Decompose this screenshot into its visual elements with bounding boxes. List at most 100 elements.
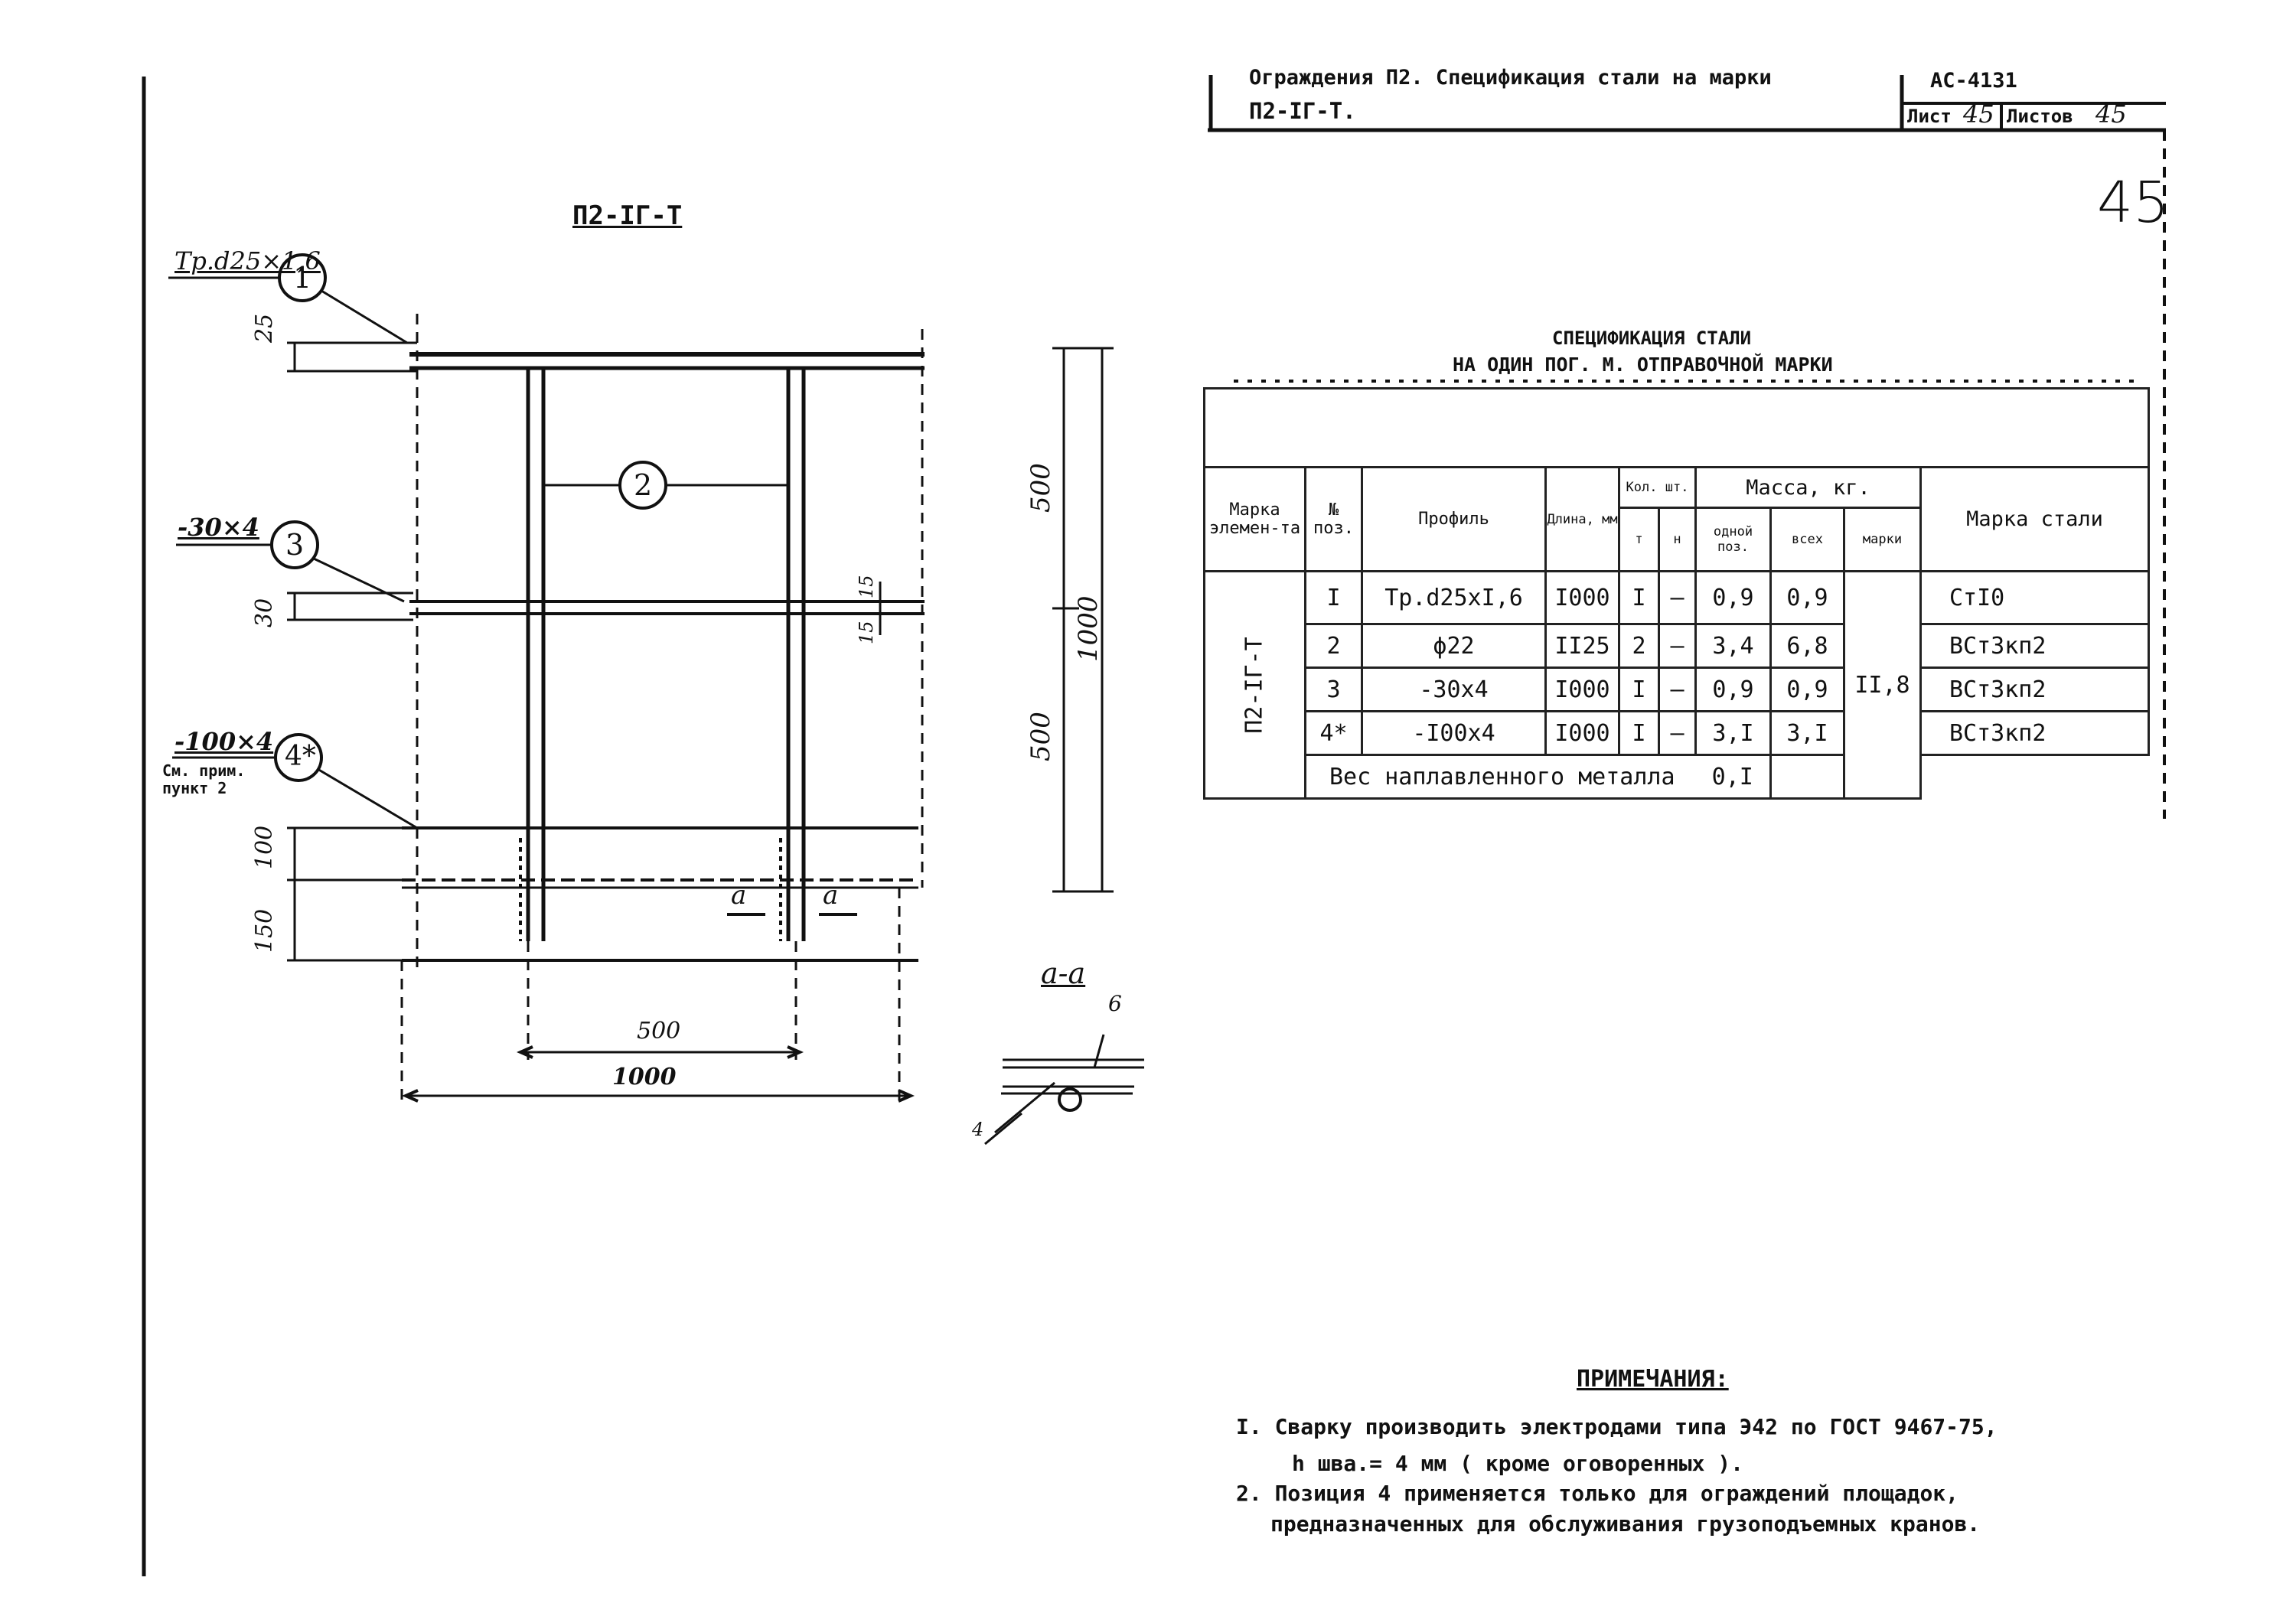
row-3-one: 0,9 (1694, 666, 1772, 712)
hdr-mass: Масса, кг. (1694, 466, 1922, 509)
dim-top-height: 25 (251, 313, 278, 343)
row-4-pos: 4* (1304, 710, 1363, 756)
row-4-steel: ВСт3кп2 (1919, 710, 2151, 756)
row-1-t: I (1618, 570, 1660, 625)
spec-empty-row (1202, 387, 2151, 468)
row-1-pos: I (1304, 570, 1363, 625)
dim-mid-height: 30 (251, 598, 278, 627)
callout-4-label: -100×4 (174, 727, 274, 756)
dim-mid-15b: 15 (856, 621, 877, 644)
section-rod-circle (1058, 1087, 1082, 1112)
row-3-pos: 3 (1304, 666, 1363, 712)
row-2-t: 2 (1618, 623, 1660, 669)
hdr-pos: № поз. (1304, 466, 1363, 572)
row-3-all: 0,9 (1769, 666, 1845, 712)
row-2-all: 6,8 (1769, 623, 1845, 669)
sheet-label: Лист (1907, 106, 1952, 127)
weld-empty-steel (1769, 754, 1845, 800)
spec-header-row-1: Марка элемен-та № поз. Профиль Длина, мм… (1203, 466, 2151, 572)
callout-1-label: Тр.d25×1,6 (174, 246, 321, 275)
row-1-one: 0,9 (1694, 570, 1772, 625)
dim-right-500-lower: 500 (1026, 712, 1056, 761)
row-1-n: – (1658, 570, 1697, 625)
dim-post-spacing: 500 (637, 1018, 681, 1045)
mark-cell: П2-IГ-Т (1203, 570, 1306, 800)
row-2-length: II25 (1544, 623, 1620, 669)
note-2-line2: предназначенных для обслуживания грузопо… (1270, 1511, 1981, 1537)
spec-table: Марка элемен-та № поз. Профиль Длина, мм… (1202, 387, 2151, 800)
sheets-label: Листов (2007, 106, 2073, 127)
spec-title-line1: СПЕЦИФИКАЦИЯ СТАЛИ (1552, 328, 1752, 349)
callout-3-label: -30×4 (178, 513, 259, 542)
hdr-profile: Профиль (1361, 466, 1547, 572)
callout-4-number: 4* (285, 741, 316, 772)
section-dim-4: 4 (972, 1119, 984, 1140)
row-2-n: – (1658, 623, 1697, 669)
callout-3-number: 3 (285, 528, 305, 562)
note-1-line1: I. Сварку производить электродами типа Э… (1236, 1414, 1998, 1439)
mark-value: П2-IГ-Т (1241, 636, 1268, 734)
dim-bottom-100: 100 (251, 825, 278, 869)
hdr-mass-mark: марки (1843, 507, 1922, 572)
row-4-length: I000 (1544, 710, 1620, 756)
hdr-length: Длина, мм (1544, 466, 1620, 572)
section-title: a-a (1041, 957, 1086, 990)
callout-1-number: 1 (293, 261, 312, 295)
section-dim-6: 6 (1108, 991, 1122, 1016)
note-1-line2: h шва.= 4 мм ( кроме оговоренных ). (1292, 1451, 1744, 1476)
row-4-one: 3,I (1694, 710, 1772, 756)
section-mark-right: a (823, 880, 839, 911)
dim-bottom-150: 150 (251, 908, 278, 953)
dim-right-500: 500 (1026, 463, 1056, 513)
dim-mid-15a: 15 (856, 575, 877, 598)
weld-value: 0,I (1695, 754, 1772, 800)
weld-label: Вес наплавленного металла (1304, 754, 1696, 800)
row-4-n: – (1658, 710, 1697, 756)
section-mark-left: a (731, 880, 747, 911)
title-block-code: АС-4131 (1930, 69, 2017, 93)
mark-total: II,8 (1843, 570, 1922, 800)
row-3-n: – (1658, 666, 1697, 712)
row-1-length: I000 (1544, 570, 1620, 625)
row-1-all: 0,9 (1769, 570, 1845, 625)
note-2-line1: 2. Позиция 4 применяется только для огра… (1236, 1481, 1959, 1506)
spec-row-3: 3 -30х4 I000 I – 0,9 0,9 ВСт3кп2 (1205, 666, 2151, 712)
spec-row-weld: Вес наплавленного металла 0,I (1205, 754, 2149, 800)
hdr-mass-all: всех (1769, 507, 1845, 572)
notes-title: ПРИМЕЧАНИЯ: (1577, 1366, 1729, 1393)
row-3-length: I000 (1544, 666, 1620, 712)
row-4-profile: -I00х4 (1361, 710, 1547, 756)
hdr-mark: Марка элемен-та (1203, 466, 1306, 572)
row-2-steel: ВСт3кп2 (1919, 623, 2151, 669)
row-3-t: I (1618, 666, 1660, 712)
row-1-steel: СтI0 (1919, 570, 2151, 625)
dim-total-width: 1000 (612, 1064, 677, 1090)
page-number-handwritten: 45 (2097, 170, 2170, 236)
row-3-profile: -30х4 (1361, 666, 1547, 712)
spec-row-1: П2-IГ-Т I Тр.d25хI,6 I000 I – 0,9 0,9 II… (1203, 570, 2151, 800)
title-block-line1: Ограждения П2. Спецификация стали на мар… (1249, 66, 1772, 90)
row-2-pos: 2 (1304, 623, 1363, 669)
callout-2-number: 2 (634, 468, 653, 502)
sheets-total: 45 (2095, 99, 2127, 129)
spec-row-4: 4* -I00х4 I000 I – 3,I 3,I ВСт3кп2 (1205, 710, 2151, 756)
hdr-steel: Марка стали (1919, 466, 2151, 572)
hdr-qty: Кол. шт. (1618, 466, 1697, 509)
dim-right-1000: 1000 (1073, 595, 1104, 662)
row-4-all: 3,I (1769, 710, 1845, 756)
hdr-qty-n: н (1658, 507, 1697, 572)
hdr-qty-t: т (1618, 507, 1660, 572)
row-4-t: I (1618, 710, 1660, 756)
row-1-profile: Тр.d25хI,6 (1361, 570, 1547, 625)
row-2-one: 3,4 (1694, 623, 1772, 669)
drawing-title: П2-IГ-Т (572, 200, 683, 231)
title-block-line2: П2-IГ-Т. (1249, 98, 1356, 124)
row-3-steel: ВСт3кп2 (1919, 666, 2151, 712)
callout-4-note-line2: пункт 2 (162, 779, 227, 797)
spec-title-line2: НА ОДИН ПОГ. М. ОТПРАВОЧНОЙ МАРКИ (1453, 354, 1833, 376)
spec-header-row-2: т н одной поз. всех марки (1205, 507, 2149, 572)
callout-4-note-line1: См. прим. (162, 761, 246, 780)
row-2-profile: ϕ22 (1361, 623, 1547, 669)
sheet-number: 45 (1963, 99, 1994, 129)
